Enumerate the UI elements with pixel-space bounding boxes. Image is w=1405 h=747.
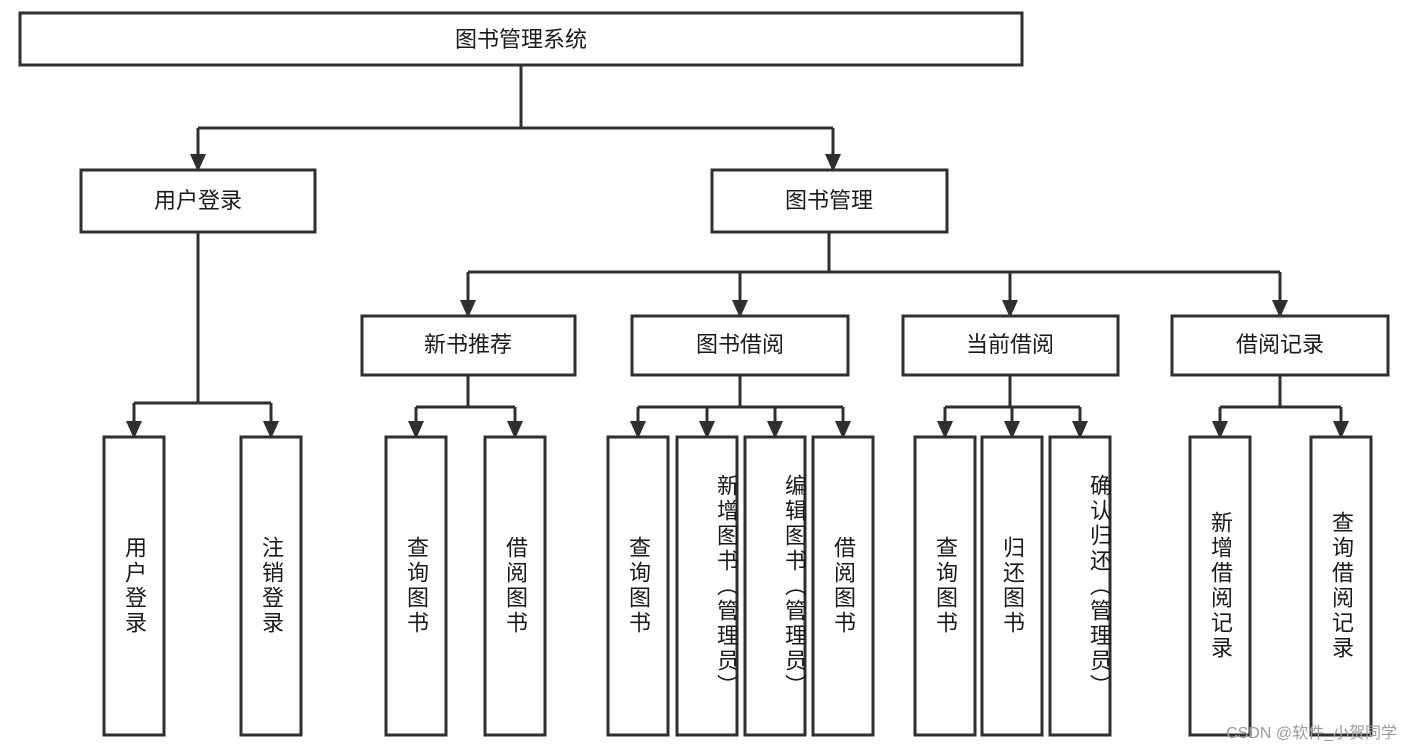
arrow-to-user-login <box>190 154 206 172</box>
arrow-to-new-book-recommend <box>460 300 476 318</box>
arrow-to-leaf-user-logout <box>263 421 279 439</box>
node-new-book-recommend-label: 新书推荐 <box>424 332 512 357</box>
node-leaf-user-login[interactable] <box>102 435 166 737</box>
node-root-label: 图书管理系统 <box>455 27 587 52</box>
arrow-to-current-borrow <box>1002 300 1018 318</box>
arrow-to-leaf-query-book-1 <box>408 421 424 439</box>
node-user-login-label: 用户登录 <box>154 188 242 213</box>
arrow-to-leaf-query-book-3 <box>937 421 953 439</box>
arrow-to-borrow-record <box>1272 300 1288 318</box>
node-borrow-record-label: 借阅记录 <box>1236 332 1324 357</box>
node-book-manage-label: 图书管理 <box>785 188 873 213</box>
node-book-borrow-label: 图书借阅 <box>696 332 784 357</box>
arrow-to-leaf-borrow-book-2 <box>835 421 851 439</box>
arrow-to-leaf-add-book-admin <box>699 421 715 439</box>
node-user-login[interactable] <box>79 168 317 234</box>
node-current-borrow-label: 当前借阅 <box>966 332 1054 357</box>
node-leaf-borrow-book-2[interactable] <box>811 435 875 737</box>
node-leaf-borrow-book-1[interactable] <box>483 435 547 737</box>
node-leaf-edit-book-admin[interactable] <box>743 435 807 737</box>
arrow-to-leaf-edit-book-admin <box>767 421 783 439</box>
arrow-to-book-manage <box>825 154 841 172</box>
node-leaf-add-book-admin[interactable] <box>675 435 739 737</box>
arrow-to-book-borrow <box>732 300 748 318</box>
node-root[interactable] <box>18 11 1024 67</box>
arrow-to-leaf-borrow-book-1 <box>507 421 523 439</box>
arrow-to-leaf-query-book-2 <box>630 421 646 439</box>
arrow-to-leaf-query-borrow-record <box>1333 421 1349 439</box>
node-book-borrow[interactable] <box>630 314 850 377</box>
node-leaf-return-book[interactable] <box>980 435 1044 737</box>
node-leaf-user-logout[interactable] <box>239 435 303 737</box>
node-borrow-record[interactable] <box>1170 314 1390 377</box>
arrow-to-leaf-user-login <box>126 421 142 439</box>
node-leaf-add-borrow-record[interactable] <box>1188 435 1252 737</box>
node-leaf-query-book-3[interactable] <box>913 435 977 737</box>
node-new-book-recommend[interactable] <box>360 314 577 377</box>
arrow-to-leaf-confirm-return-admin <box>1072 421 1088 439</box>
arrow-to-leaf-return-book <box>1004 421 1020 439</box>
node-current-borrow[interactable] <box>901 314 1120 377</box>
arrowhead-layer <box>126 154 1349 439</box>
node-leaf-confirm-return-admin[interactable] <box>1048 435 1112 737</box>
csdn-watermark: CSDN @软件_小贺同学 <box>1226 725 1397 742</box>
node-leaf-query-book-1[interactable] <box>384 435 448 737</box>
node-leaf-query-book-2[interactable] <box>606 435 670 737</box>
node-leaf-query-borrow-record[interactable] <box>1309 435 1373 737</box>
node-book-manage[interactable] <box>710 168 949 234</box>
node-layer: 图书管理系统 用户登录 图书管理 新书推荐 图书借阅 当前借阅 借阅记录 <box>18 11 1390 737</box>
arrow-to-leaf-add-borrow-record <box>1212 421 1228 439</box>
